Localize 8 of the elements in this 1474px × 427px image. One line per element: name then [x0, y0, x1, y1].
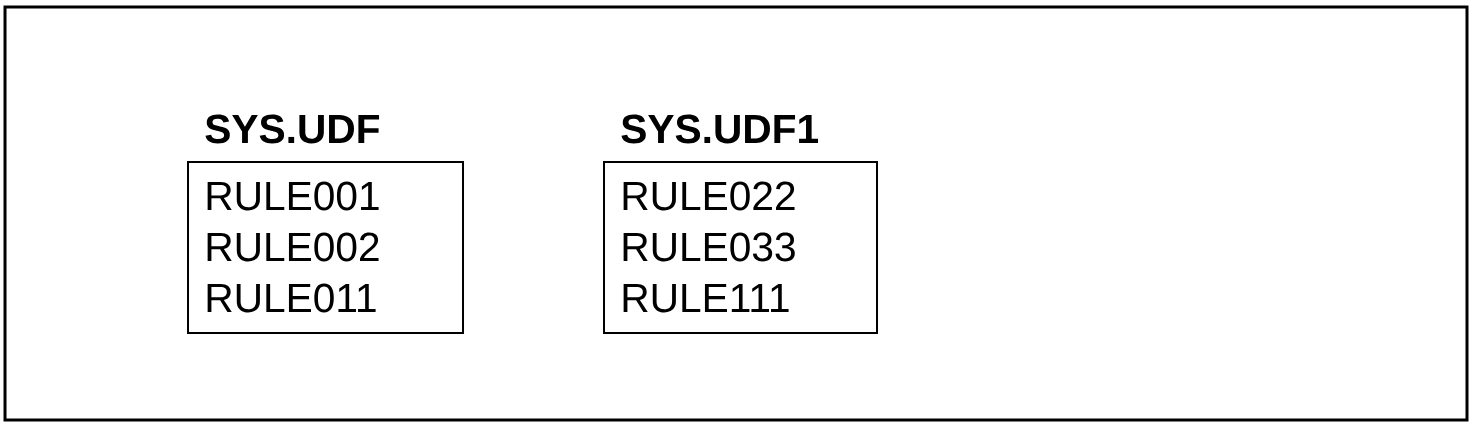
list-item: RULE001 [207, 181, 379, 211]
list-item: RULE033 [623, 232, 795, 262]
list-item: RULE002 [207, 232, 379, 262]
list-item: RULE022 [623, 181, 795, 211]
list-title: SYS.UDF [205, 114, 380, 144]
list-item: RULE111 [623, 284, 789, 313]
list-title: SYS.UDF1 [621, 114, 818, 144]
list-item: RULE011 [207, 283, 376, 313]
